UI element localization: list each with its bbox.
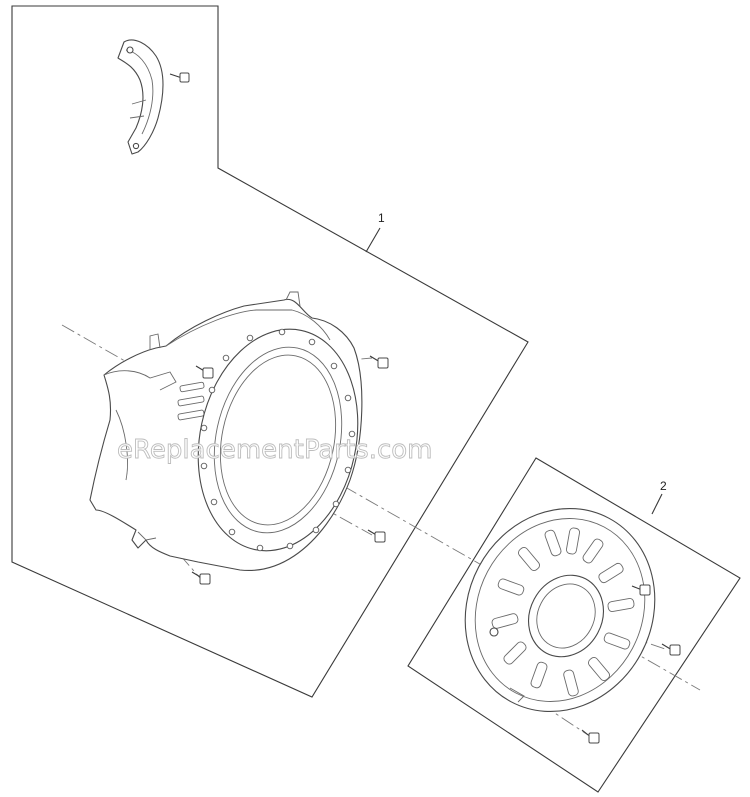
housing-bolt-3 (367, 529, 386, 543)
housing-bolt-1 (195, 365, 214, 379)
group-outline-part-1 (11, 5, 529, 698)
fan-cover (464, 507, 656, 713)
cover-bolt-1 (631, 584, 651, 596)
group-outline-part-2 (407, 457, 741, 793)
cover-bolt-3 (581, 729, 600, 744)
watermark: eReplacementParts.com (117, 435, 433, 465)
blower-housing (89, 291, 363, 572)
callout-leader-2 (651, 493, 663, 515)
flange-holes (200, 328, 356, 552)
housing-bolt-4 (191, 571, 211, 585)
cover-bolt-2 (661, 643, 681, 656)
center-line-cover-bolt-2 (579, 619, 669, 651)
callout-leader-1 (365, 227, 381, 253)
housing-bolt-2 (369, 355, 389, 369)
cover-slots (491, 527, 635, 697)
bracket-bolt (169, 72, 190, 83)
small-bracket (117, 39, 164, 155)
callout-1: 1 (378, 211, 385, 225)
callout-2: 2 (660, 479, 667, 493)
